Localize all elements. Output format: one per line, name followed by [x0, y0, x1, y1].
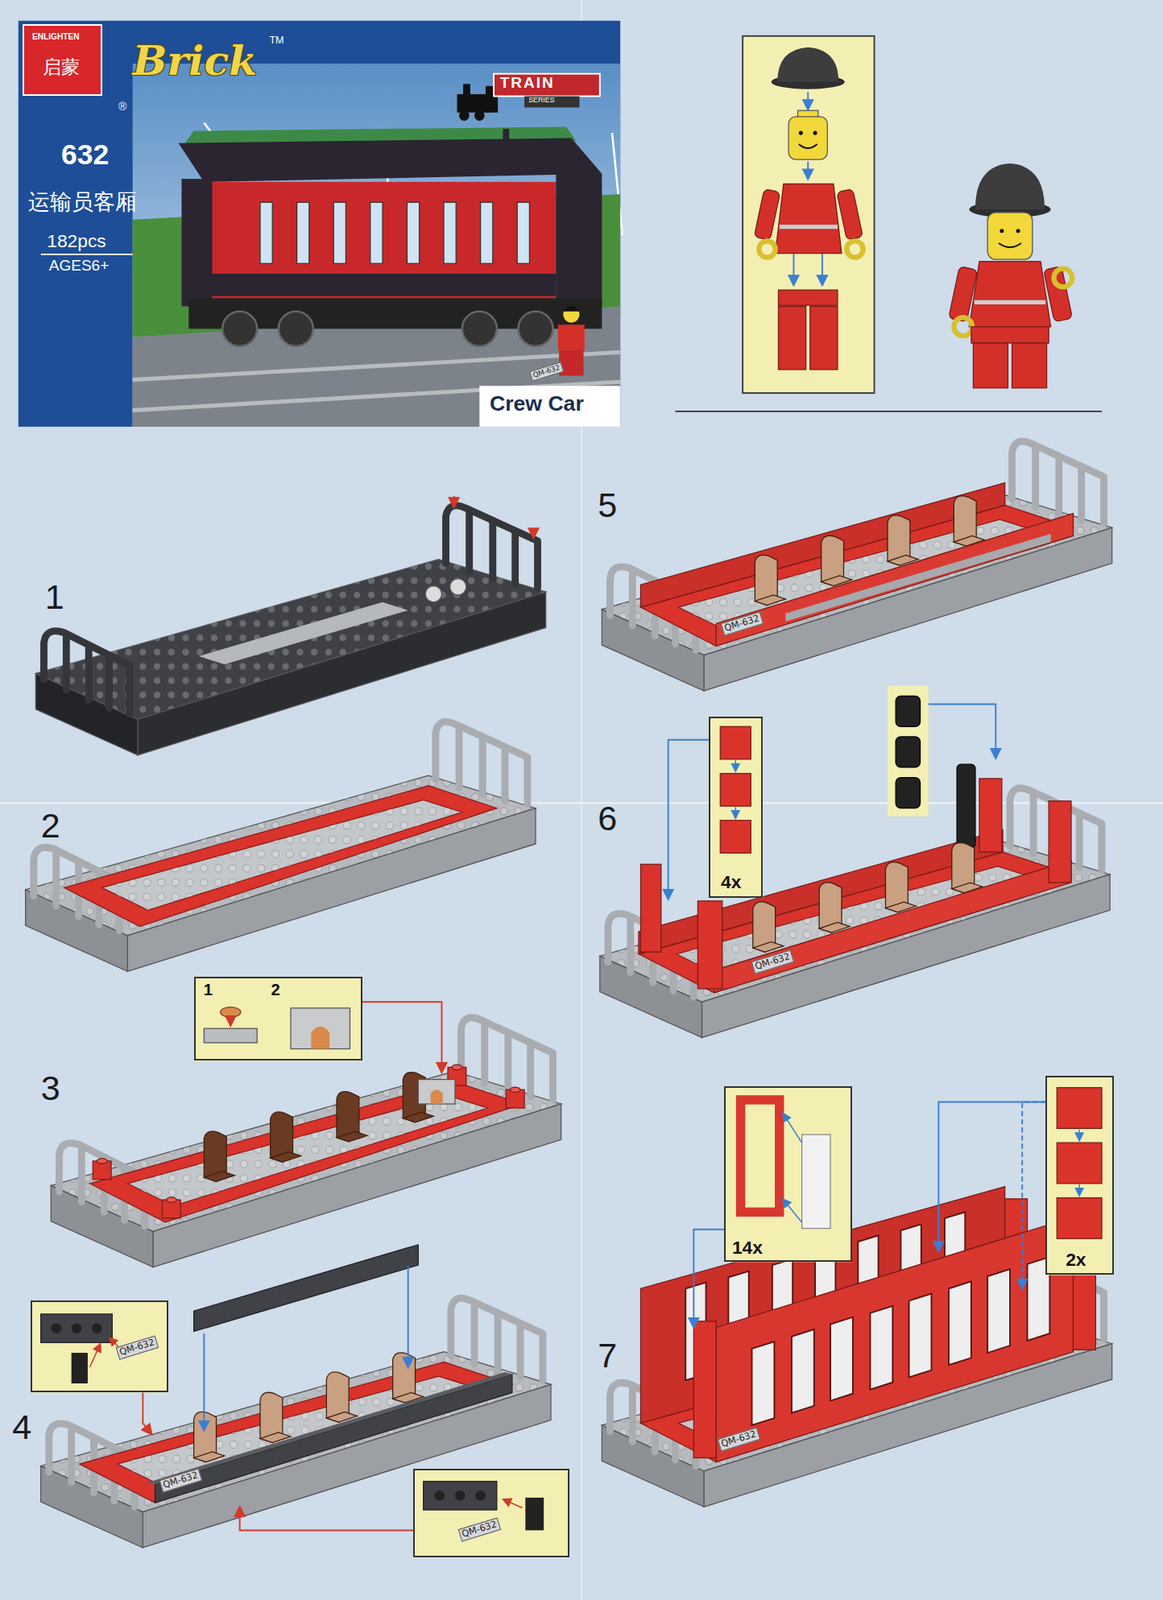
- sticker-tag: QM-632: [115, 1335, 159, 1360]
- quantity: 14x: [732, 1237, 763, 1259]
- quantity: 4x: [720, 871, 741, 893]
- brand-logo: ENLIGHTEN 启蒙: [22, 24, 103, 96]
- box-art-panel: Brick TM ® 632 运输员客厢 182pcsAGES6+ TRAIN SERIES C…: [18, 20, 621, 427]
- step-number: 1: [45, 577, 65, 618]
- trademark: TM: [269, 34, 284, 47]
- sub-step-number: 2: [270, 980, 280, 1000]
- quantity: 2x: [1065, 1249, 1086, 1271]
- series-subtitle: SERIES: [528, 95, 555, 105]
- step-number: 2: [41, 806, 61, 847]
- step-number: 6: [597, 798, 617, 840]
- brand-name: Brick: [132, 37, 258, 84]
- logo-text: ENLIGHTEN: [32, 32, 80, 42]
- registered-mark: ®: [118, 99, 127, 113]
- logo-chinese: 启蒙: [42, 56, 80, 78]
- set-number: 632: [61, 138, 109, 172]
- age-rating: AGES6+: [49, 256, 109, 275]
- sticker-tag: QM-632: [529, 361, 564, 381]
- sticker-tag: QM-632: [457, 1518, 501, 1543]
- sub-step-number: 1: [203, 980, 213, 1000]
- step-number: 7: [597, 1336, 617, 1377]
- sticker-tag: QM-632: [751, 950, 795, 975]
- piece-count: 182pcs: [46, 230, 107, 252]
- step-number: 3: [41, 1068, 61, 1110]
- set-name-chinese: 运输员客厢: [28, 190, 137, 216]
- sticker-tag: QM-632: [159, 1468, 203, 1493]
- sticker-tag: QM-632: [720, 611, 764, 636]
- series-badge: TRAIN: [500, 74, 555, 93]
- step-number: 4: [12, 1407, 32, 1449]
- sticker-tag: QM-632: [717, 1427, 761, 1453]
- part-callout: 4x: [708, 716, 763, 898]
- part-callout: 14x: [724, 1086, 852, 1263]
- step-number: 5: [597, 485, 617, 526]
- part-callout: 12: [194, 976, 363, 1061]
- part-callout: 2x: [1045, 1076, 1114, 1275]
- part-callout: QM-632: [30, 1300, 169, 1393]
- set-name: Crew Car: [489, 391, 584, 417]
- part-callout: QM-632: [413, 1469, 570, 1558]
